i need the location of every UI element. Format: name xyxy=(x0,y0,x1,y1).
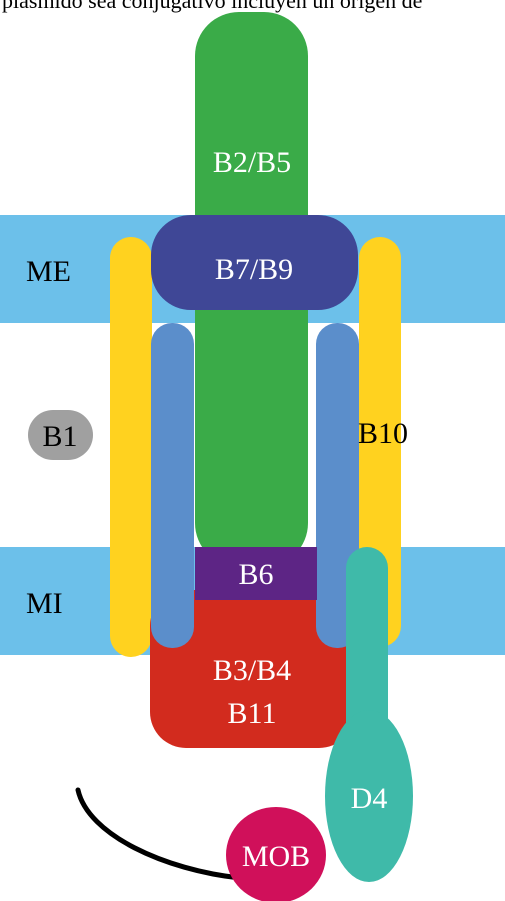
b7b9-complex xyxy=(151,215,358,310)
d4-label: D4 xyxy=(351,782,388,815)
b1-pill xyxy=(28,410,93,460)
caption-text: plásmido sea conjugativo incluyen un ori… xyxy=(2,0,423,13)
b10-label: B10 xyxy=(358,417,408,450)
b3b4b11-complex xyxy=(150,590,355,748)
b6-block xyxy=(195,547,317,600)
mob-circle xyxy=(226,807,326,901)
b3b4b11-label-line1: B3/B4 xyxy=(213,654,291,687)
b10-bar-left xyxy=(110,237,152,657)
dna-strand xyxy=(75,787,243,881)
inner-membrane-label: MI xyxy=(26,587,63,620)
d4-head xyxy=(325,710,413,882)
b3b4b11-label-line2: B11 xyxy=(228,697,277,730)
outer-membrane-label: ME xyxy=(26,255,71,288)
b10-bar-right xyxy=(359,237,401,647)
mob-label: MOB xyxy=(242,840,310,873)
b8-bar-left xyxy=(151,323,194,648)
b2b5-label: B2/B5 xyxy=(213,146,291,179)
b1-label: B1 xyxy=(42,420,77,453)
b7b9-label: B7/B9 xyxy=(215,253,293,286)
b6-label: B6 xyxy=(238,558,273,591)
